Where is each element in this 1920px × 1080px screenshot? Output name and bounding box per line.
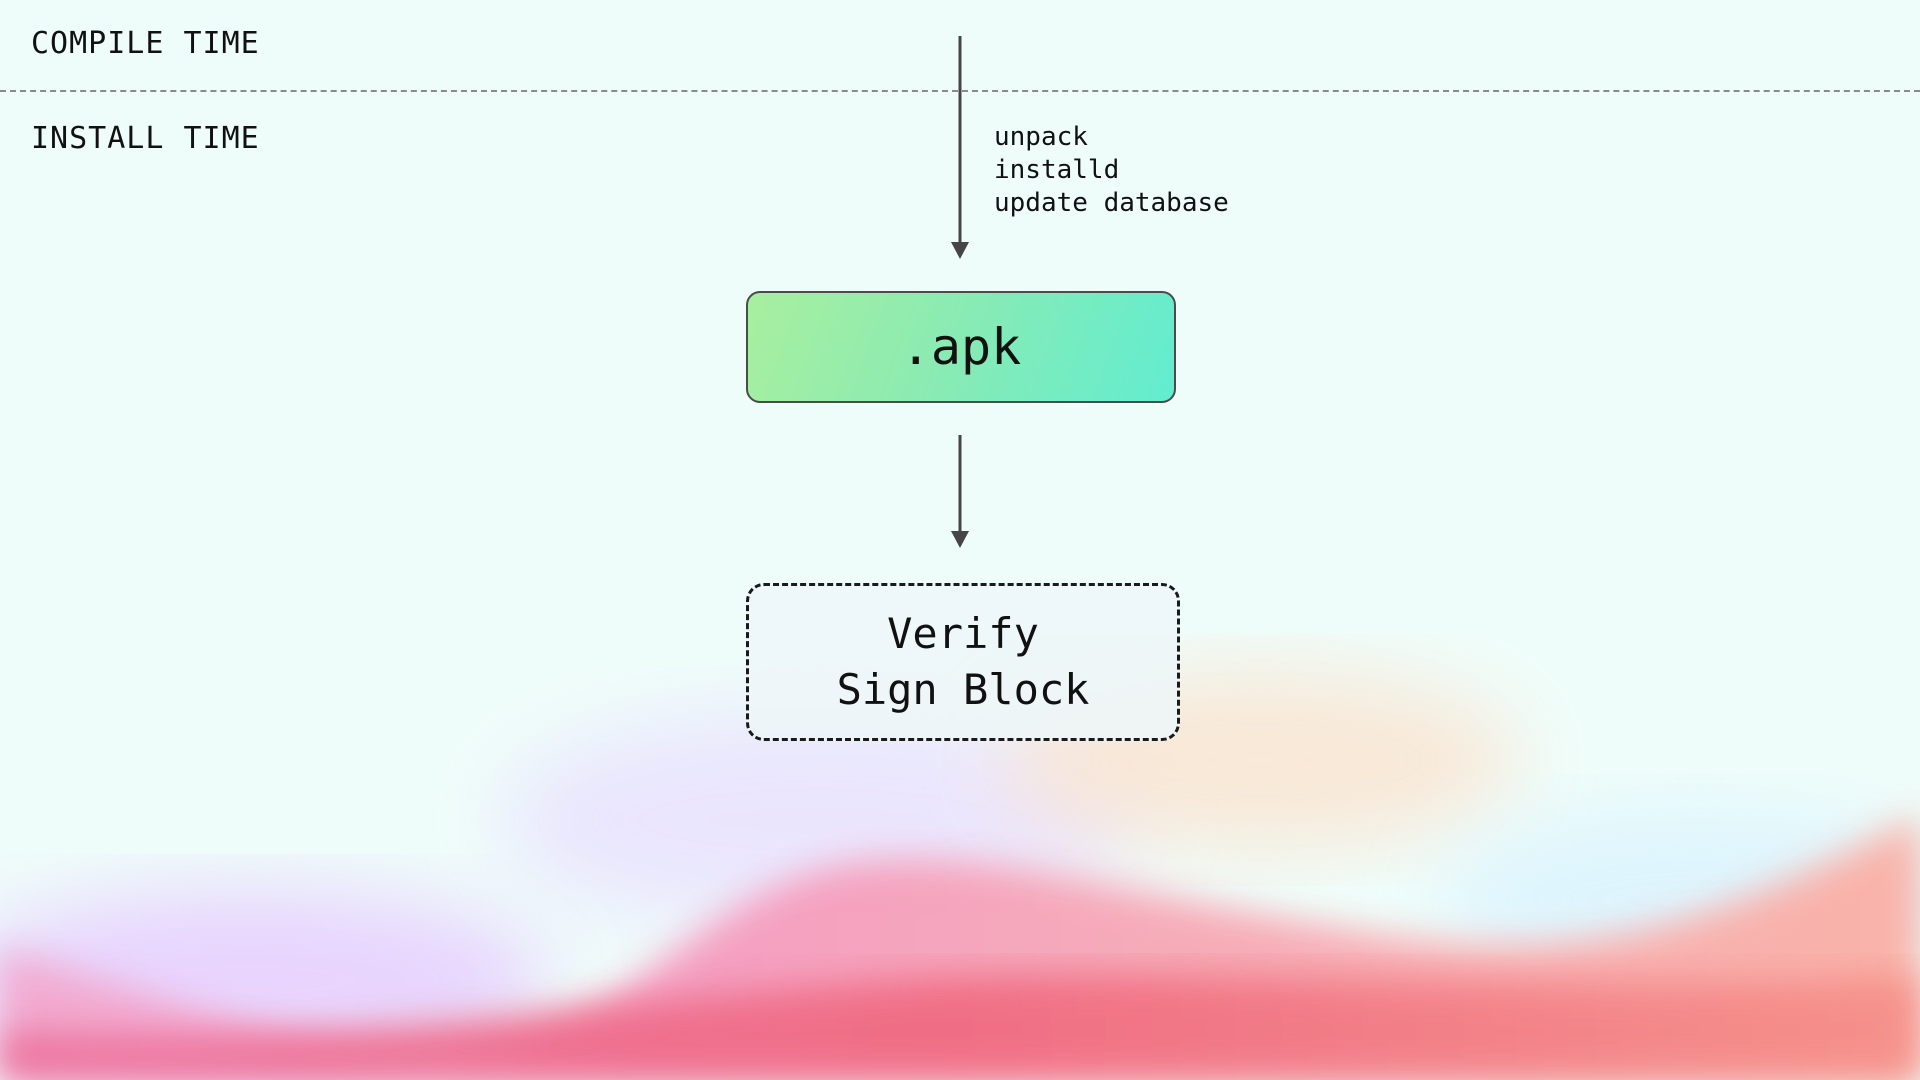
verify-sign-block-node: Verify Sign Block: [746, 583, 1180, 741]
apk-node: .apk: [746, 291, 1176, 403]
apk-node-label: .apk: [900, 318, 1022, 376]
compile-time-label: COMPILE TIME: [31, 26, 260, 61]
install-steps: unpack installd update database: [994, 121, 1229, 220]
verify-node-line2: Sign Block: [836, 665, 1090, 714]
install-time-label: INSTALL TIME: [31, 121, 260, 156]
step-update-database: update database: [994, 188, 1229, 218]
step-installd: installd: [994, 155, 1120, 185]
verify-node-line1: Verify: [887, 609, 1039, 658]
phase-divider: [0, 90, 1920, 92]
step-unpack: unpack: [994, 122, 1088, 152]
